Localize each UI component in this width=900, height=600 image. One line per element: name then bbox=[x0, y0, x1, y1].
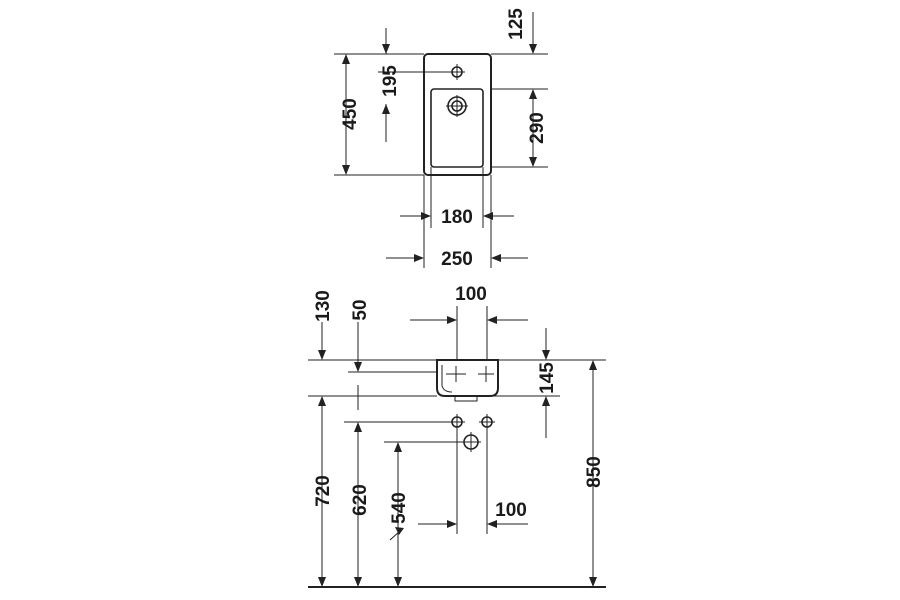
dimension-290: 290 bbox=[491, 88, 548, 168]
dim-label-250: 250 bbox=[441, 249, 473, 270]
bowl-outline-top bbox=[430, 88, 484, 168]
dimension-145: 145 bbox=[477, 328, 606, 438]
dim-label-125-visible: 125 bbox=[506, 8, 527, 40]
dimension-250: 250 bbox=[386, 175, 528, 270]
dimension-125: 100 125 bbox=[491, 8, 548, 55]
dimension-450: 450 bbox=[334, 53, 424, 176]
dim-label-540: 540 bbox=[389, 492, 410, 524]
tap-hole-symbol bbox=[449, 64, 465, 80]
dimension-100-top: 100 bbox=[410, 284, 528, 360]
dimension-620: 620 bbox=[344, 421, 449, 587]
dim-label-850: 850 bbox=[584, 456, 605, 488]
connection-symbols bbox=[449, 414, 495, 452]
dim-label-195: 195 bbox=[380, 65, 401, 97]
dim-label-720: 720 bbox=[313, 475, 334, 507]
dimension-540: 540 bbox=[384, 441, 461, 587]
dim-label-145: 145 bbox=[537, 362, 558, 394]
tap-position-marks bbox=[446, 366, 494, 382]
dimension-720: 720 bbox=[308, 395, 437, 587]
dim-label-180: 180 bbox=[441, 207, 473, 228]
basin-inner-front bbox=[441, 365, 453, 393]
basin-outline-top bbox=[423, 53, 492, 176]
dimension-195: 195 bbox=[378, 28, 449, 142]
dim-label-100-top: 100 bbox=[455, 284, 487, 305]
drain-symbol bbox=[446, 95, 468, 117]
dimension-130: 130 bbox=[308, 290, 437, 361]
dim-label-620: 620 bbox=[350, 484, 371, 516]
waste-outlet bbox=[454, 396, 478, 402]
top-view: 450 195 100 125 290 bbox=[334, 8, 548, 270]
dim-label-130: 130 bbox=[313, 290, 334, 322]
dim-label-50: 50 bbox=[350, 299, 371, 320]
dim-label-100-bottom: 100 bbox=[495, 500, 527, 521]
dim-label-290: 290 bbox=[527, 112, 548, 144]
dimension-850: 850 bbox=[584, 360, 605, 587]
dimension-50: 50 bbox=[348, 299, 437, 410]
dimension-100-bottom: 100 bbox=[418, 430, 528, 534]
dimension-180: 180 bbox=[400, 167, 514, 228]
dim-label-450: 450 bbox=[340, 98, 361, 130]
front-view: 100 130 50 145 bbox=[308, 284, 606, 588]
